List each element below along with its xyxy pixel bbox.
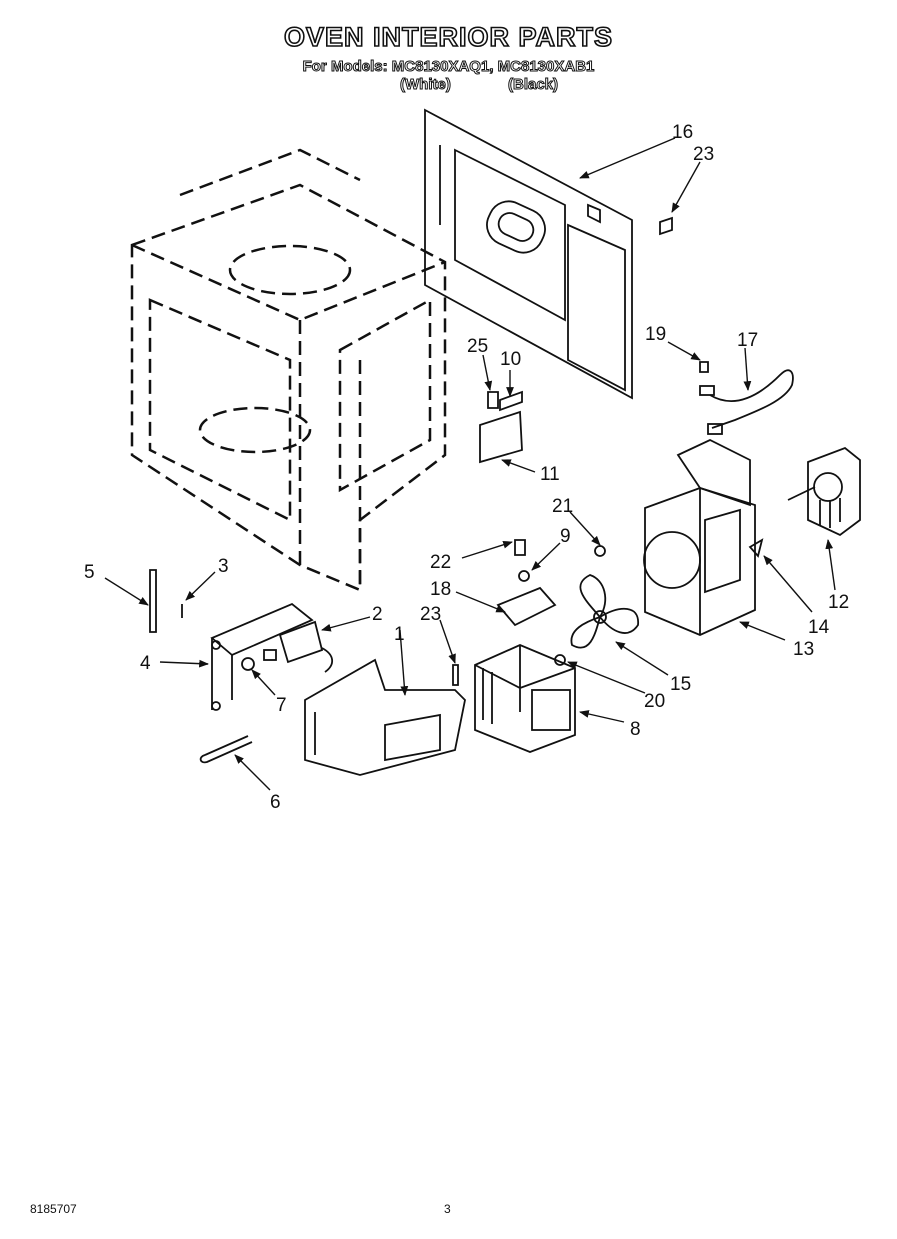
callout-25: 25 [467, 336, 488, 357]
callout-3: 3 [218, 556, 229, 577]
callout-14: 14 [808, 617, 830, 638]
callout-21: 21 [552, 496, 573, 517]
callout-5: 5 [84, 562, 95, 583]
callout-4: 4 [140, 653, 151, 674]
fan-motor [787, 446, 861, 537]
page-number: 3 [444, 1202, 451, 1216]
doc-number: 8185707 [30, 1202, 77, 1216]
leader-lines [104, 137, 836, 791]
magnetron [474, 644, 576, 753]
callout-22: 22 [430, 552, 451, 573]
callout-1: 1 [394, 624, 405, 645]
callout-16: 16 [672, 122, 693, 143]
callout-7: 7 [276, 695, 287, 716]
wiring-harness [699, 369, 794, 435]
callout-9: 9 [560, 526, 571, 547]
callout-11: 11 [540, 464, 560, 485]
fan-blade [570, 574, 639, 649]
callout-23-top: 23 [693, 144, 714, 165]
page-title: OVEN INTERIOR PARTS [283, 21, 614, 53]
callout-18: 18 [430, 579, 451, 600]
callout-19: 19 [645, 324, 666, 345]
callout-10: 10 [500, 349, 521, 370]
callout-12: 12 [828, 592, 849, 613]
callout-6: 6 [270, 792, 281, 813]
callout-15: 15 [670, 674, 691, 695]
oven-cavity-outline [130, 148, 447, 592]
callout-20: 20 [644, 691, 665, 712]
switch-bracket [210, 602, 334, 711]
callout-numbers: 16 23 25 10 19 17 11 21 9 22 18 5 3 2 1 … [84, 122, 849, 813]
fan-duct [643, 439, 756, 636]
model-numbers: For Models: MC8130XAQ1, MC8130XAB1 [302, 58, 595, 76]
callout-17: 17 [737, 330, 758, 351]
back-plate [424, 108, 633, 400]
callout-8: 8 [630, 719, 641, 740]
callout-13: 13 [793, 639, 814, 660]
variant-black: (Black) [507, 76, 559, 94]
callout-23-mid: 23 [420, 604, 441, 625]
waveguide [304, 658, 466, 776]
variant-white: (White) [400, 76, 452, 94]
small-parts [149, 216, 764, 764]
callout-2: 2 [372, 604, 383, 625]
